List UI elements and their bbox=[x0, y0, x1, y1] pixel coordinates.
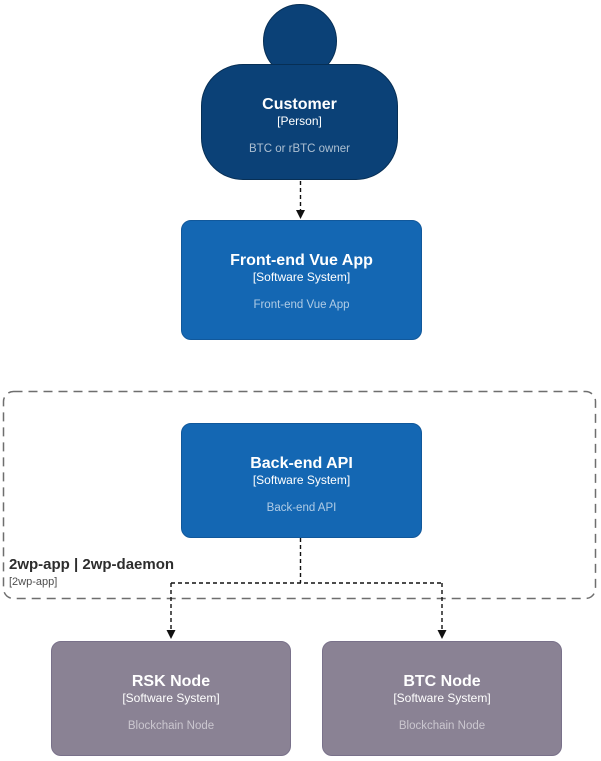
node-type: [Software System] bbox=[122, 691, 220, 705]
node-backend-api: Back-end API [Software System] Back-end … bbox=[181, 423, 422, 538]
node-type: [Person] bbox=[277, 114, 322, 128]
node-btc-node: BTC Node [Software System] Blockchain No… bbox=[322, 641, 562, 756]
boundary-subtitle: [2wp-app] bbox=[9, 576, 58, 588]
node-description: Front-end Vue App bbox=[253, 299, 350, 311]
node-type: [Software System] bbox=[252, 473, 351, 487]
arrowhead-rsk bbox=[166, 630, 176, 639]
node-description: Blockchain Node bbox=[398, 720, 486, 732]
node-title: Customer bbox=[262, 96, 337, 113]
arrowhead-frontend bbox=[296, 210, 305, 219]
node-type: [Software System] bbox=[252, 270, 351, 284]
node-customer: Customer [Person] BTC or rBTC owner bbox=[201, 64, 398, 180]
node-type: [Software System] bbox=[393, 691, 491, 705]
node-title: RSK Node bbox=[131, 673, 211, 690]
node-description: BTC or rBTC owner bbox=[249, 143, 350, 155]
node-rsk-node: RSK Node [Software System] Blockchain No… bbox=[51, 641, 291, 756]
node-description: Back-end API bbox=[266, 502, 337, 514]
node-description: Blockchain Node bbox=[127, 720, 215, 732]
boundary-title: 2wp-app | 2wp-daemon bbox=[9, 556, 175, 573]
node-title: Front-end Vue App bbox=[230, 252, 373, 269]
node-frontend-vue-app: Front-end Vue App [Software System] Fron… bbox=[181, 220, 422, 340]
node-title: Back-end API bbox=[250, 455, 353, 472]
node-title: BTC Node bbox=[403, 673, 481, 690]
connector-backend-nodes bbox=[170, 538, 443, 630]
arrowhead-btc bbox=[437, 630, 447, 639]
